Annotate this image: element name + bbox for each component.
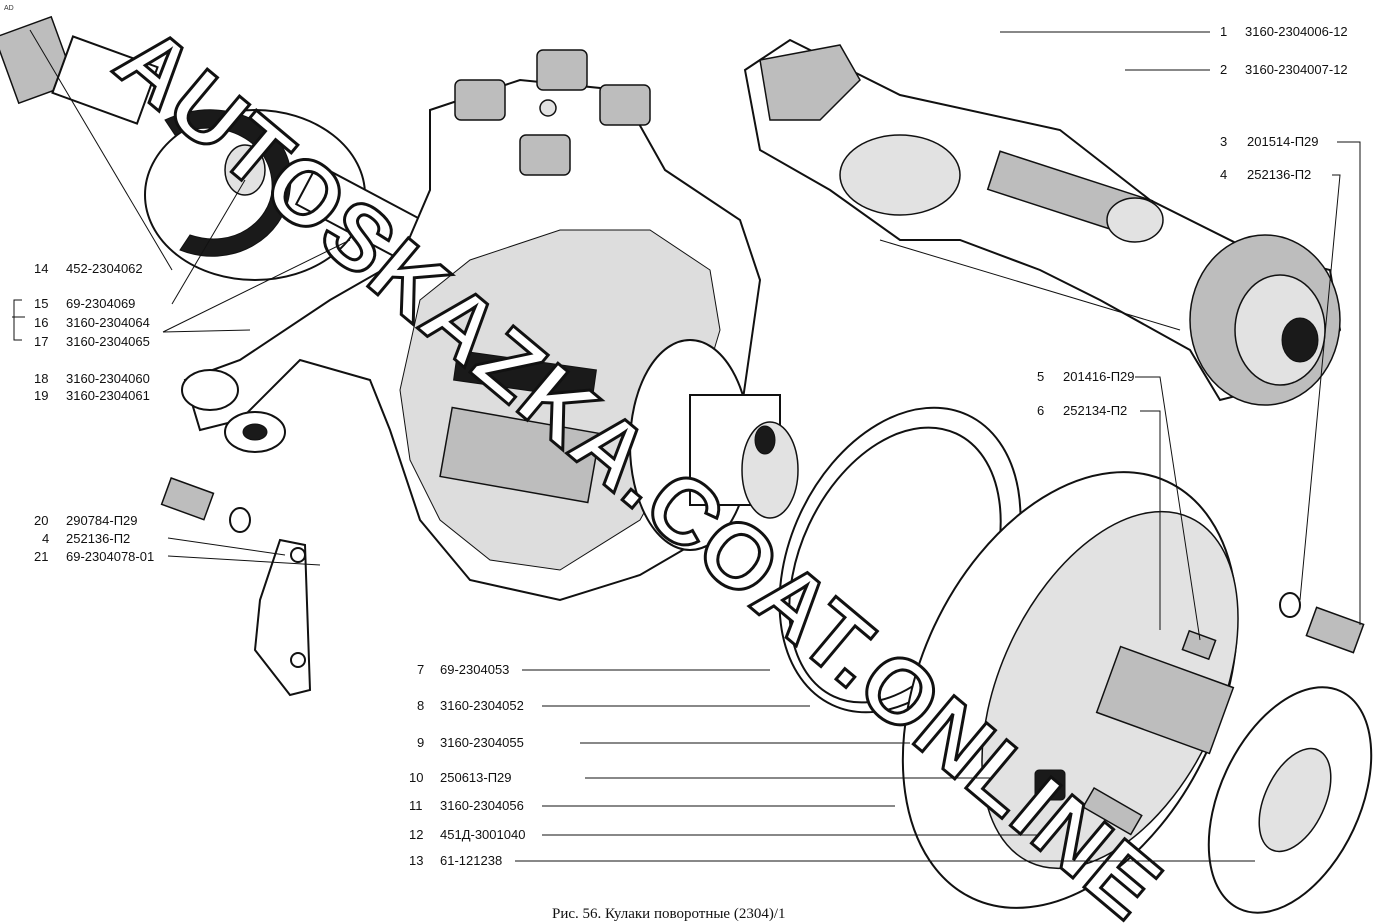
callout-number: 21 xyxy=(34,549,48,564)
small-hardware-drawing xyxy=(160,477,1365,697)
callout-number: 4 xyxy=(42,531,49,546)
callout-number: 19 xyxy=(34,388,48,403)
callout-number: 14 xyxy=(34,261,48,276)
leader-lines xyxy=(12,29,1361,862)
callout-code: 3160-2304006-12 xyxy=(1245,24,1348,39)
callout-number: 2 xyxy=(1220,62,1227,77)
callout-number: 4 xyxy=(1220,167,1227,182)
callout-code: 252136-П2 xyxy=(1247,167,1311,182)
figure-caption: Рис. 56. Кулаки поворотные (2304)/1 xyxy=(552,906,786,922)
callout-number: 9 xyxy=(417,735,424,750)
callouts-right-mid: 5 201416-П29 6 252134-П2 xyxy=(1037,369,1135,418)
callout-code: 3160-2304061 xyxy=(66,388,150,403)
callout-number: 6 xyxy=(1037,403,1044,418)
callout-number: 5 xyxy=(1037,369,1044,384)
callout-code: 3160-2304055 xyxy=(440,735,524,750)
callout-code: 252134-П2 xyxy=(1063,403,1127,418)
callout-code: 69-2304078-01 xyxy=(66,549,154,564)
hub-cap-plate-drawing xyxy=(1207,686,1373,914)
parts-illustration xyxy=(0,15,1373,914)
callout-code: 201416-П29 xyxy=(1063,369,1135,384)
callout-code: 451Д-3001040 xyxy=(440,827,525,842)
callout-code: 3160-2304064 xyxy=(66,315,150,330)
callout-number: 15 xyxy=(34,296,48,311)
hub-flange-drawing xyxy=(629,339,799,551)
callouts-left: 14 452-2304062 15 69-2304069 16 3160-230… xyxy=(34,261,154,564)
callout-code: 61-121238 xyxy=(440,853,502,868)
corner-mark: AD xyxy=(4,5,14,12)
callout-number: 3 xyxy=(1220,134,1227,149)
cv-joint-shaft-drawing xyxy=(0,15,425,281)
callout-number: 1 xyxy=(1220,24,1227,39)
king-pin-nuts xyxy=(454,49,651,176)
callout-code: 250613-П29 xyxy=(440,770,512,785)
callout-number: 20 xyxy=(34,513,48,528)
callout-number: 7 xyxy=(417,662,424,677)
callout-code: 290784-П29 xyxy=(66,513,138,528)
callout-number: 13 xyxy=(409,853,423,868)
callout-number: 18 xyxy=(34,371,48,386)
callout-code: 252136-П2 xyxy=(66,531,130,546)
brake-plate-drawing xyxy=(901,471,1239,909)
callout-code: 3160-2304056 xyxy=(440,798,524,813)
callout-code: 69-2304069 xyxy=(66,296,135,311)
steering-knuckle-drawing xyxy=(181,49,762,602)
callout-code: 3160-2304052 xyxy=(440,698,524,713)
callout-code: 201514-П29 xyxy=(1247,134,1319,149)
callout-code: 3160-2304060 xyxy=(66,371,150,386)
callouts-right-top: 1 3160-2304006-12 2 3160-2304007-12 3 20… xyxy=(1220,24,1348,182)
callout-number: 17 xyxy=(34,334,48,349)
callout-number: 11 xyxy=(409,798,423,813)
callout-code: 69-2304053 xyxy=(440,662,509,677)
callout-code: 3160-2304065 xyxy=(66,334,150,349)
callout-code: 452-2304062 xyxy=(66,261,143,276)
callout-number: 8 xyxy=(417,698,424,713)
callouts-bottom: 7 69-2304053 8 3160-2304052 9 3160-23040… xyxy=(409,662,525,868)
axle-assembly-drawing xyxy=(743,38,1342,406)
callout-number: 12 xyxy=(409,827,423,842)
callout-number: 10 xyxy=(409,770,423,785)
callout-code: 3160-2304007-12 xyxy=(1245,62,1348,77)
callout-number: 16 xyxy=(34,315,48,330)
